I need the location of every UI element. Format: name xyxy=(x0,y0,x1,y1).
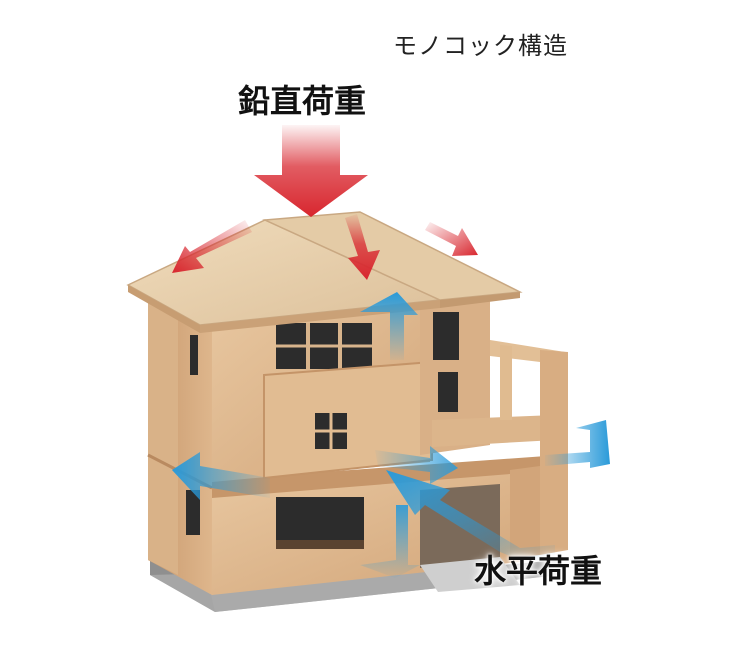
vertical-load-arrow-main xyxy=(254,125,368,217)
horizontal-load-arrows xyxy=(172,292,610,578)
front-wall-upper xyxy=(212,300,433,482)
horizontal-load-arrow-mid xyxy=(375,446,458,484)
side-window xyxy=(186,490,200,535)
horizontal-load-arrow-right xyxy=(545,420,610,468)
horizontal-load-arrow-diagonal xyxy=(386,470,555,560)
vertical-load-arrows xyxy=(172,125,478,280)
floor-band xyxy=(212,455,560,498)
side-window-upper xyxy=(190,335,198,375)
balcony xyxy=(420,295,568,558)
horizontal-load-arrow-left xyxy=(172,452,270,500)
right-window xyxy=(433,312,459,360)
vertical-load-arrow-center xyxy=(345,214,380,280)
diagram-title: モノコック構造 xyxy=(393,32,568,60)
horizontal-load-arrow-roof xyxy=(360,292,418,360)
vertical-load-arrow-right xyxy=(425,222,478,256)
vertical-load-arrow-left xyxy=(172,220,252,273)
side-wall xyxy=(147,300,213,595)
horizontal-load-arrow-lower xyxy=(360,505,420,578)
vertical-load-label: 鉛直荷重 xyxy=(238,82,367,120)
horizontal-load-label: 水平荷重 xyxy=(474,552,603,590)
